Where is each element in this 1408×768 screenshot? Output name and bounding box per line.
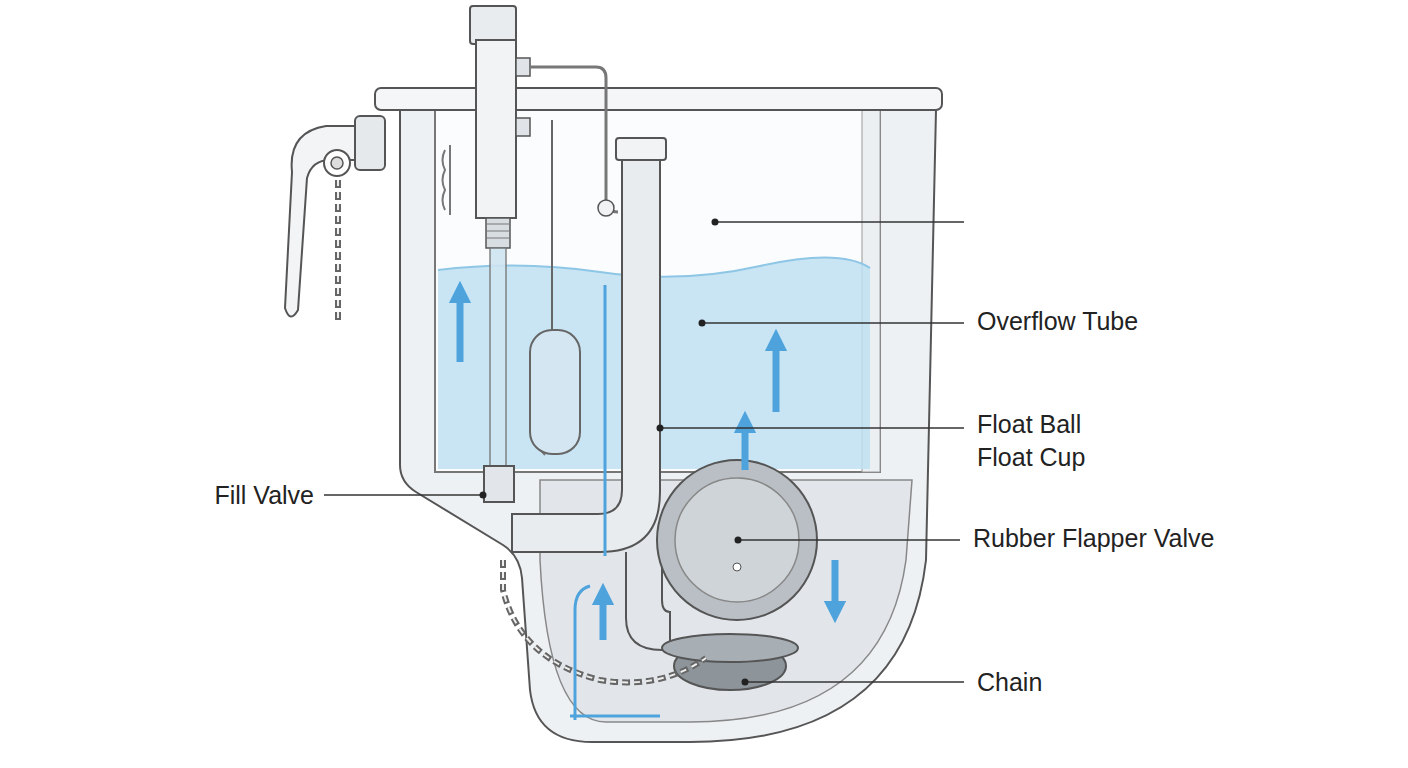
flapper-chain <box>503 560 706 682</box>
overflow-tube <box>512 142 660 552</box>
leader-line <box>324 494 482 496</box>
leader-line <box>738 539 960 541</box>
handle-nut <box>331 157 343 169</box>
flow-arrow <box>742 422 749 470</box>
valve-port <box>516 58 530 76</box>
part-label: Overflow Tube <box>977 306 1138 336</box>
spring <box>449 145 451 215</box>
float-rod <box>551 120 553 330</box>
leader-dot <box>735 537 742 544</box>
handle-chain <box>337 180 339 322</box>
leader-line <box>702 322 964 324</box>
leader-dot <box>699 320 706 327</box>
flapper-seat <box>662 634 798 662</box>
part-label: Float Ball <box>977 409 1081 439</box>
leader-dot <box>657 425 664 432</box>
refill-tube <box>530 67 618 212</box>
flow-line <box>570 715 660 718</box>
leader-line <box>745 681 964 683</box>
leader-dot <box>480 492 487 499</box>
tank-lid <box>375 88 942 110</box>
valve-base <box>484 466 514 502</box>
leader-dot <box>712 219 719 226</box>
flow-line <box>575 586 590 720</box>
part-label: Chain <box>977 667 1042 697</box>
valve-port <box>516 118 530 136</box>
handle-nut <box>324 150 350 176</box>
part-label: Fill Valve <box>214 480 314 510</box>
fill-valve-body <box>476 40 516 218</box>
flow-arrow <box>600 594 607 640</box>
fill-valve-cap <box>470 6 516 44</box>
leader-line <box>660 427 964 429</box>
spring <box>443 150 446 210</box>
flow-arrow <box>832 560 839 612</box>
flow-arrow <box>773 340 780 412</box>
float-cup <box>530 330 580 454</box>
valve-stem <box>490 248 506 470</box>
part-label: Rubber Flapper Valve <box>973 523 1214 553</box>
handle-chain <box>335 180 341 322</box>
leader-dot <box>742 679 749 686</box>
flow-line <box>604 285 607 556</box>
flow-arrow <box>457 292 464 362</box>
part-label: Float Cup <box>977 442 1085 472</box>
flapper-chain <box>503 560 706 682</box>
refill-clip <box>598 200 614 216</box>
overflow-cap <box>616 138 666 160</box>
flapper-hole <box>733 563 741 571</box>
valve-thread <box>486 218 510 248</box>
valve-thread <box>486 224 510 238</box>
leader-line <box>715 221 964 223</box>
handle-mount <box>355 116 385 170</box>
